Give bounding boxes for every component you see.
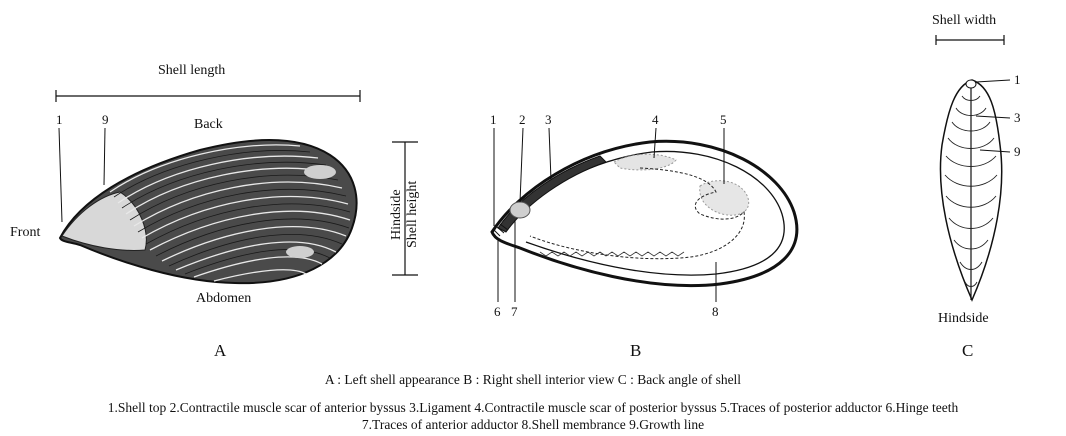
label-a-9: 9 — [102, 112, 109, 127]
label-b-2: 2 — [519, 112, 526, 127]
panel-b-letter: B — [630, 341, 641, 360]
shell-height-label: Shell height — [405, 181, 420, 248]
label-b-1: 1 — [490, 112, 497, 127]
label-b-4: 4 — [652, 112, 659, 127]
label-c-9: 9 — [1014, 144, 1021, 159]
panel-b-right-shell-interior: 1 2 3 4 5 6 7 8 B — [490, 112, 797, 360]
label-c-1: 1 — [1014, 72, 1021, 87]
panel-c-letter: C — [962, 341, 973, 360]
hindside-vertical-label: Hindside — [389, 189, 404, 240]
label-a-1: 1 — [56, 112, 63, 127]
panel-a-letter: A — [214, 341, 227, 360]
front-label: Front — [10, 225, 40, 240]
abdomen-label: Abdomen — [196, 291, 251, 306]
view-captions: A : Left shell appearance B : Right shel… — [0, 372, 1066, 388]
mussel-shell-figure: Shell length 1 9 Back Front Abdomen — [0, 0, 1066, 370]
anterior-adductor-scar — [510, 202, 530, 218]
label-b-5: 5 — [720, 112, 727, 127]
hindside-label-c: Hindside — [938, 311, 989, 326]
back-label: Back — [194, 117, 223, 132]
shell-highlight — [304, 165, 336, 179]
shell-width-label: Shell width — [932, 13, 996, 28]
shell-top-beak — [966, 80, 976, 88]
legend-line-1: 1.Shell top 2.Contractile muscle scar of… — [0, 400, 1066, 416]
shell-length-dimension-line — [56, 90, 360, 102]
panel-c-back-angle: Shell width — [932, 13, 1021, 360]
label-b-3: 3 — [545, 112, 552, 127]
panel-a-left-shell: Shell length 1 9 Back Front Abdomen — [10, 63, 420, 360]
legend-line-2: 7.Traces of anterior adductor 8.Shell me… — [0, 417, 1066, 433]
shell-width-dimension-line — [936, 35, 1004, 45]
label-b-7: 7 — [511, 304, 518, 319]
label-c-3: 3 — [1014, 110, 1021, 125]
shell-highlight — [286, 246, 314, 258]
label-b-6: 6 — [494, 304, 501, 319]
shell-length-label: Shell length — [158, 63, 225, 78]
label-b-8: 8 — [712, 304, 719, 319]
